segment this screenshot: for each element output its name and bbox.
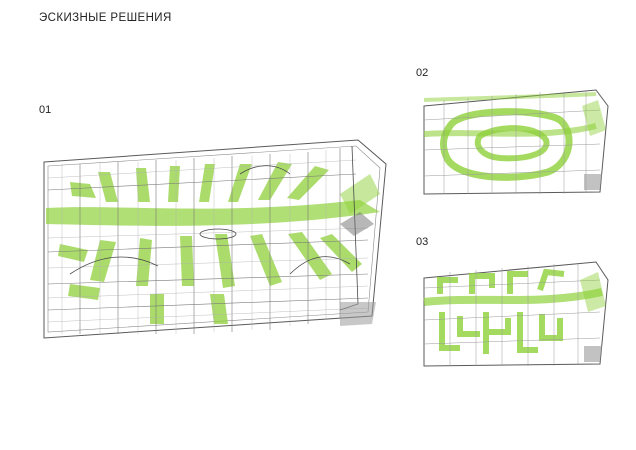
sketch-plan-02 xyxy=(420,86,610,198)
sketch-label-02: 02 xyxy=(416,67,429,79)
sketch-label-01: 01 xyxy=(39,104,52,116)
sketch-plan-01 xyxy=(40,134,392,356)
page-title: ЭСКИЗНЫЕ РЕШЕНИЯ xyxy=(39,12,172,24)
sketch-plan-01-drawing xyxy=(43,139,387,339)
sketch-plan-02-drawing xyxy=(423,89,609,195)
sketch-label-03: 03 xyxy=(416,236,429,248)
sketch-plan-03-drawing xyxy=(423,261,609,367)
sketch-plan-03 xyxy=(420,258,610,370)
